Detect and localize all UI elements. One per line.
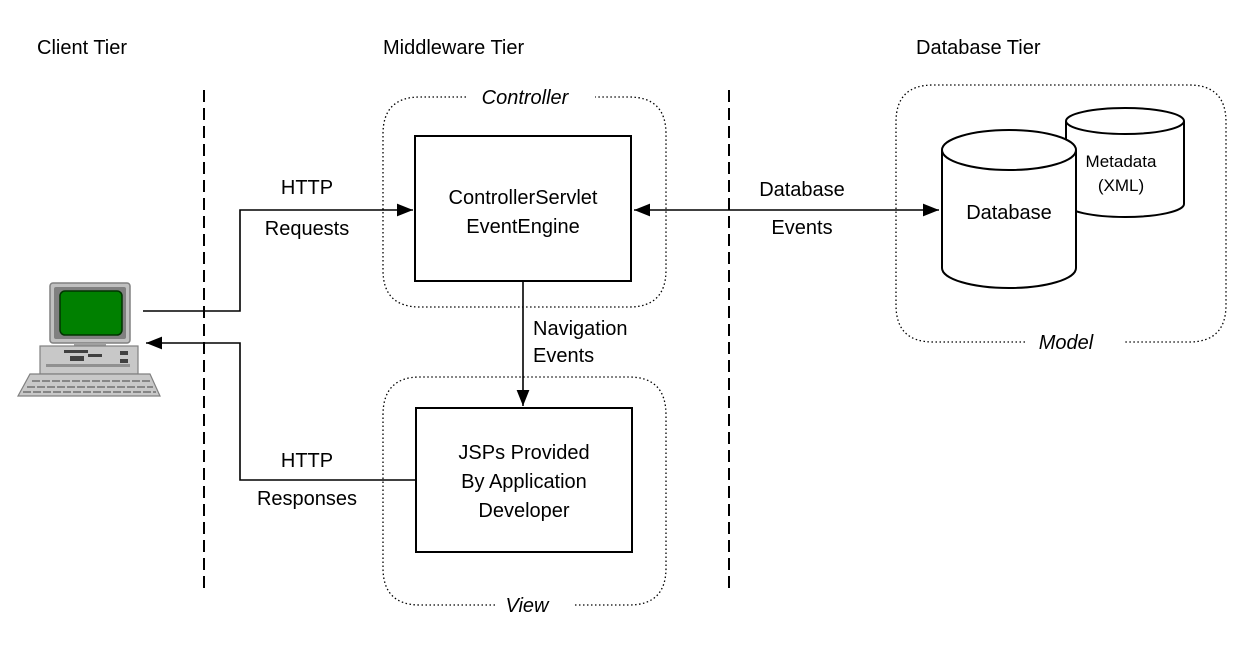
view-group: View	[382, 376, 667, 617]
http-requests-label-line1: HTTP	[281, 177, 333, 199]
controller-group: Controller	[382, 87, 667, 308]
monitor-screen	[59, 290, 123, 336]
database-tier-label: Database Tier	[916, 37, 1041, 59]
navigation-events-connector: Navigation Events	[516, 281, 628, 406]
view-group-label: View	[506, 595, 551, 617]
view-box-line1: JSPs Provided	[458, 442, 589, 464]
database-cylinder-icon[interactable]: Database	[941, 129, 1077, 289]
database-events-label-line1: Database	[759, 179, 845, 201]
client-tier-label: Client Tier	[37, 37, 127, 59]
metadata-line2: (XML)	[1098, 176, 1144, 195]
middleware-tier-label: Middleware Tier	[383, 37, 525, 59]
view-box-line2: By Application	[461, 471, 587, 493]
jsp-view-box[interactable]: JSPs Provided By Application Developer	[415, 407, 633, 553]
http-requests-connector: HTTP Requests	[143, 177, 413, 312]
controller-servlet-box[interactable]: ControllerServlet EventEngine	[414, 135, 632, 282]
database-label: Database	[966, 202, 1052, 224]
http-responses-label-line2: Responses	[257, 488, 357, 510]
view-box-line3: Developer	[478, 500, 570, 522]
controller-group-label: Controller	[482, 87, 570, 109]
navigation-events-label-line1: Navigation	[533, 318, 628, 340]
desktop-computer-icon[interactable]	[16, 282, 161, 397]
controller-box-line2: EventEngine	[466, 216, 579, 238]
http-responses-label-line1: HTTP	[281, 450, 333, 472]
navigation-events-label-line2: Events	[533, 345, 594, 367]
controller-box-line1: ControllerServlet	[449, 187, 598, 209]
model-group: Model	[895, 84, 1227, 354]
metadata-line1: Metadata	[1086, 152, 1157, 171]
model-group-label: Model	[1039, 332, 1094, 354]
metadata-cylinder-icon[interactable]: Metadata (XML)	[1065, 107, 1185, 218]
database-events-connector: Database Events	[634, 179, 939, 239]
database-events-label-line2: Events	[771, 217, 832, 239]
http-responses-connector: HTTP Responses	[146, 336, 415, 510]
http-requests-label-line2: Requests	[265, 218, 350, 240]
